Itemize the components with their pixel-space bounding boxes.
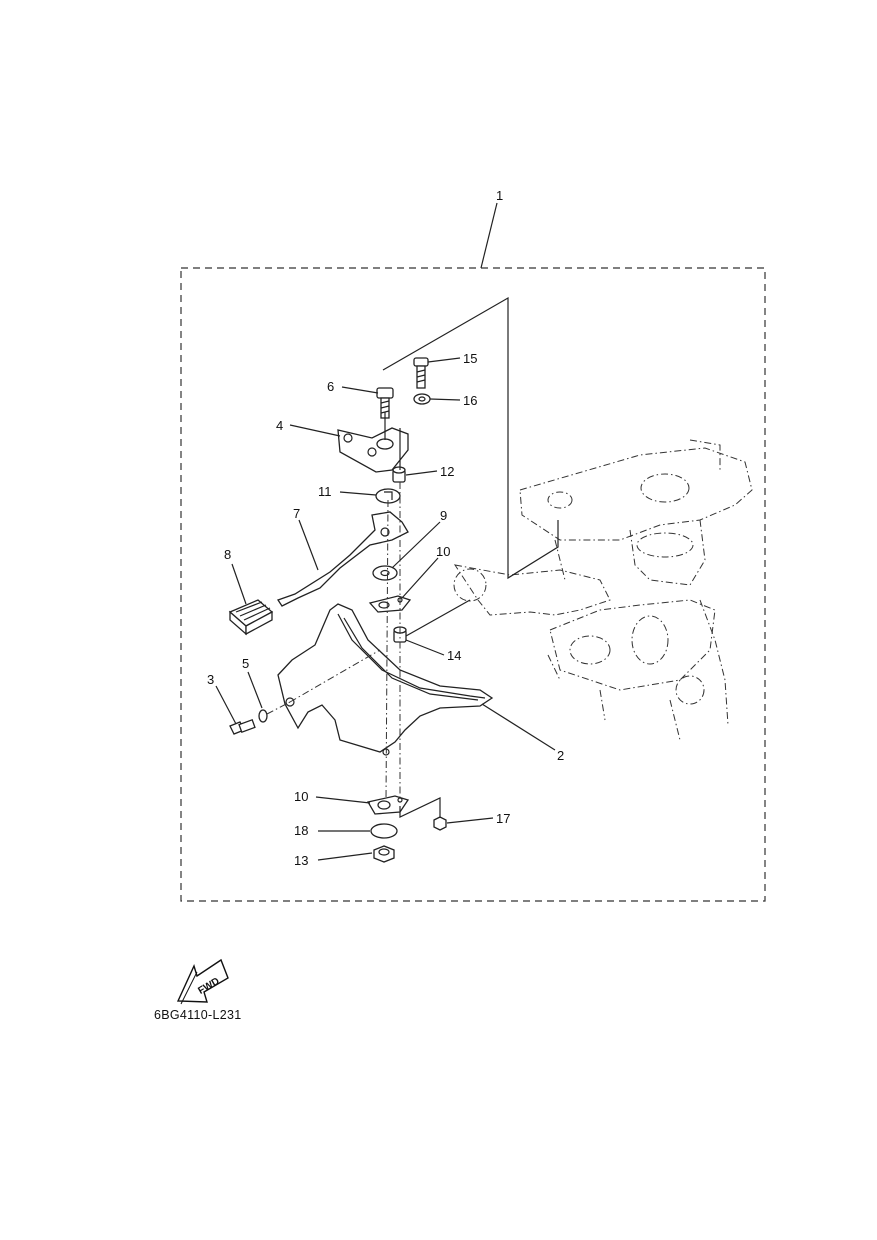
diagram-code: 6BG4110-L231 — [154, 1008, 242, 1022]
callout-1: 1 — [496, 188, 503, 203]
callout-18: 18 — [294, 823, 370, 838]
svg-text:10: 10 — [294, 789, 308, 804]
callout-11: 11 — [318, 484, 377, 499]
callout-7: 7 — [293, 506, 319, 571]
svg-text:14: 14 — [447, 648, 461, 663]
svg-text:12: 12 — [440, 464, 454, 479]
callout-6: 6 — [327, 379, 379, 394]
svg-text:15: 15 — [463, 351, 477, 366]
svg-text:2: 2 — [557, 748, 564, 763]
callout-12: 12 — [405, 464, 454, 479]
callout-4: 4 — [276, 418, 341, 437]
svg-text:13: 13 — [294, 853, 308, 868]
assembly-frame — [180, 267, 766, 902]
svg-text:16: 16 — [463, 393, 477, 408]
svg-text:8: 8 — [224, 547, 231, 562]
part-18-washer — [370, 823, 398, 839]
callout-10-upper: 10 — [401, 544, 450, 599]
callout-16: 16 — [429, 393, 477, 408]
callout-10-lower: 10 — [294, 789, 371, 804]
svg-text:3: 3 — [207, 672, 214, 687]
part-17-nut — [433, 816, 447, 831]
svg-text:5: 5 — [242, 656, 249, 671]
fwd-arrow-icon: FWD — [176, 958, 229, 1005]
callout-2: 2 — [481, 703, 564, 763]
part-7-link-plate — [276, 511, 409, 607]
svg-text:7: 7 — [293, 506, 300, 521]
part-16-washer — [413, 393, 431, 405]
part-10-washer-lower — [366, 795, 410, 815]
part-2-plate — [277, 603, 494, 756]
part-10-washer-upper — [368, 595, 412, 613]
part-9-washer — [372, 565, 398, 581]
svg-text:6: 6 — [327, 379, 334, 394]
callout-15: 15 — [427, 351, 477, 366]
part-6-bolt — [376, 387, 394, 419]
callout-14: 14 — [405, 639, 461, 663]
part-4-bracket — [337, 427, 409, 473]
svg-text:10: 10 — [436, 544, 450, 559]
callout-5: 5 — [242, 656, 263, 709]
callout-13: 13 — [294, 852, 373, 868]
mounting-bracket-ghost — [453, 439, 753, 741]
svg-text:1: 1 — [496, 188, 503, 203]
part-15-bolt — [413, 357, 429, 389]
part-13-nut — [373, 845, 395, 863]
callout-3: 3 — [207, 672, 237, 725]
svg-text:9: 9 — [440, 508, 447, 523]
callout-9: 9 — [391, 508, 447, 569]
svg-text:17: 17 — [496, 811, 510, 826]
svg-text:4: 4 — [276, 418, 283, 433]
part-3-bolt — [229, 719, 256, 735]
svg-text:18: 18 — [294, 823, 308, 838]
part-12-collar — [392, 466, 406, 483]
callout-8: 8 — [224, 547, 247, 605]
svg-text:11: 11 — [318, 484, 332, 499]
part-5-washer — [258, 709, 268, 723]
part-8-knob — [228, 599, 274, 636]
callout-17: 17 — [446, 811, 510, 826]
